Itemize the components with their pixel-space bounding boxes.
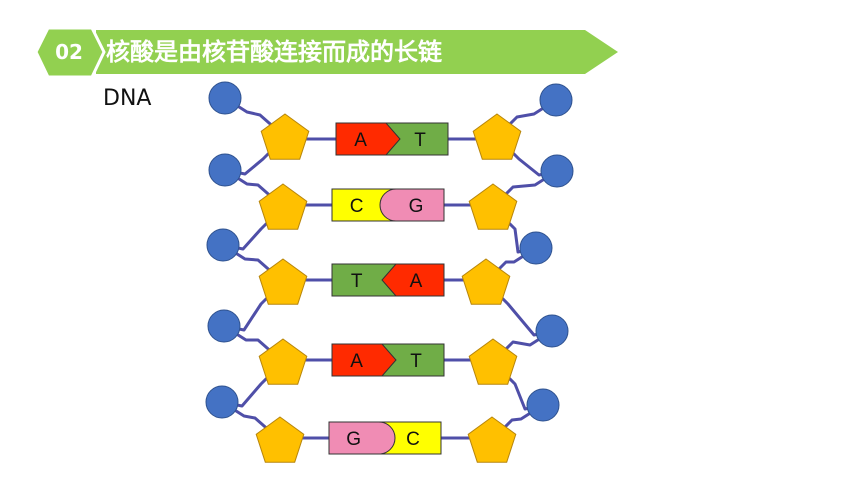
- deoxyribose-sugar-right: [468, 183, 518, 230]
- deoxyribose-sugar-left: [258, 338, 308, 385]
- phosphate-group-right: [519, 231, 553, 265]
- base-letter-right: T: [410, 351, 422, 372]
- header-banner: [34, 26, 618, 79]
- base-letter-left: C: [350, 196, 364, 217]
- deoxyribose-sugar-right: [467, 416, 517, 463]
- phosphate-group-right: [526, 388, 560, 422]
- phosphate-group-left: [206, 228, 240, 262]
- base-c-left: [331, 188, 397, 222]
- deoxyribose-sugar-right: [461, 258, 511, 305]
- deoxyribose-sugar-right: [468, 338, 518, 385]
- base-letter-left: G: [346, 429, 361, 450]
- deoxyribose-sugar-left: [258, 183, 308, 230]
- section-number: 02: [55, 40, 83, 64]
- base-letter-left: A: [354, 130, 367, 151]
- header-number-badge: [34, 26, 106, 79]
- section-header: 02 核酸是由核苷酸连接而成的长链: [0, 0, 860, 90]
- base-letter-right: C: [406, 429, 420, 450]
- base-a-left: [335, 122, 401, 156]
- base-a-left: [331, 343, 397, 377]
- base-letter-left: T: [351, 271, 363, 292]
- phosphate-group-left: [207, 309, 241, 343]
- base-letter-right: T: [414, 130, 426, 151]
- deoxyribose-sugar-left: [255, 416, 305, 463]
- phosphate-group-left: [205, 385, 239, 419]
- header-ribbon: [96, 30, 618, 74]
- dna-label: DNA: [103, 86, 152, 111]
- phosphate-group-right: [539, 83, 573, 117]
- phosphate-group-left: [208, 81, 242, 115]
- base-letter-left: A: [350, 351, 363, 372]
- base-letter-right: G: [409, 196, 424, 217]
- deoxyribose-sugar-left: [258, 258, 308, 305]
- base-g-left: [328, 421, 396, 455]
- deoxyribose-sugar-right: [472, 113, 522, 160]
- section-title: 核酸是由核苷酸连接而成的长链: [106, 38, 442, 66]
- base-letter-right: A: [410, 271, 423, 292]
- deoxyribose-sugar-left: [260, 113, 310, 160]
- phosphate-group-right: [535, 314, 569, 348]
- phosphate-group-right: [540, 154, 574, 188]
- phosphate-group-left: [208, 153, 242, 187]
- base-t-left: [331, 263, 398, 297]
